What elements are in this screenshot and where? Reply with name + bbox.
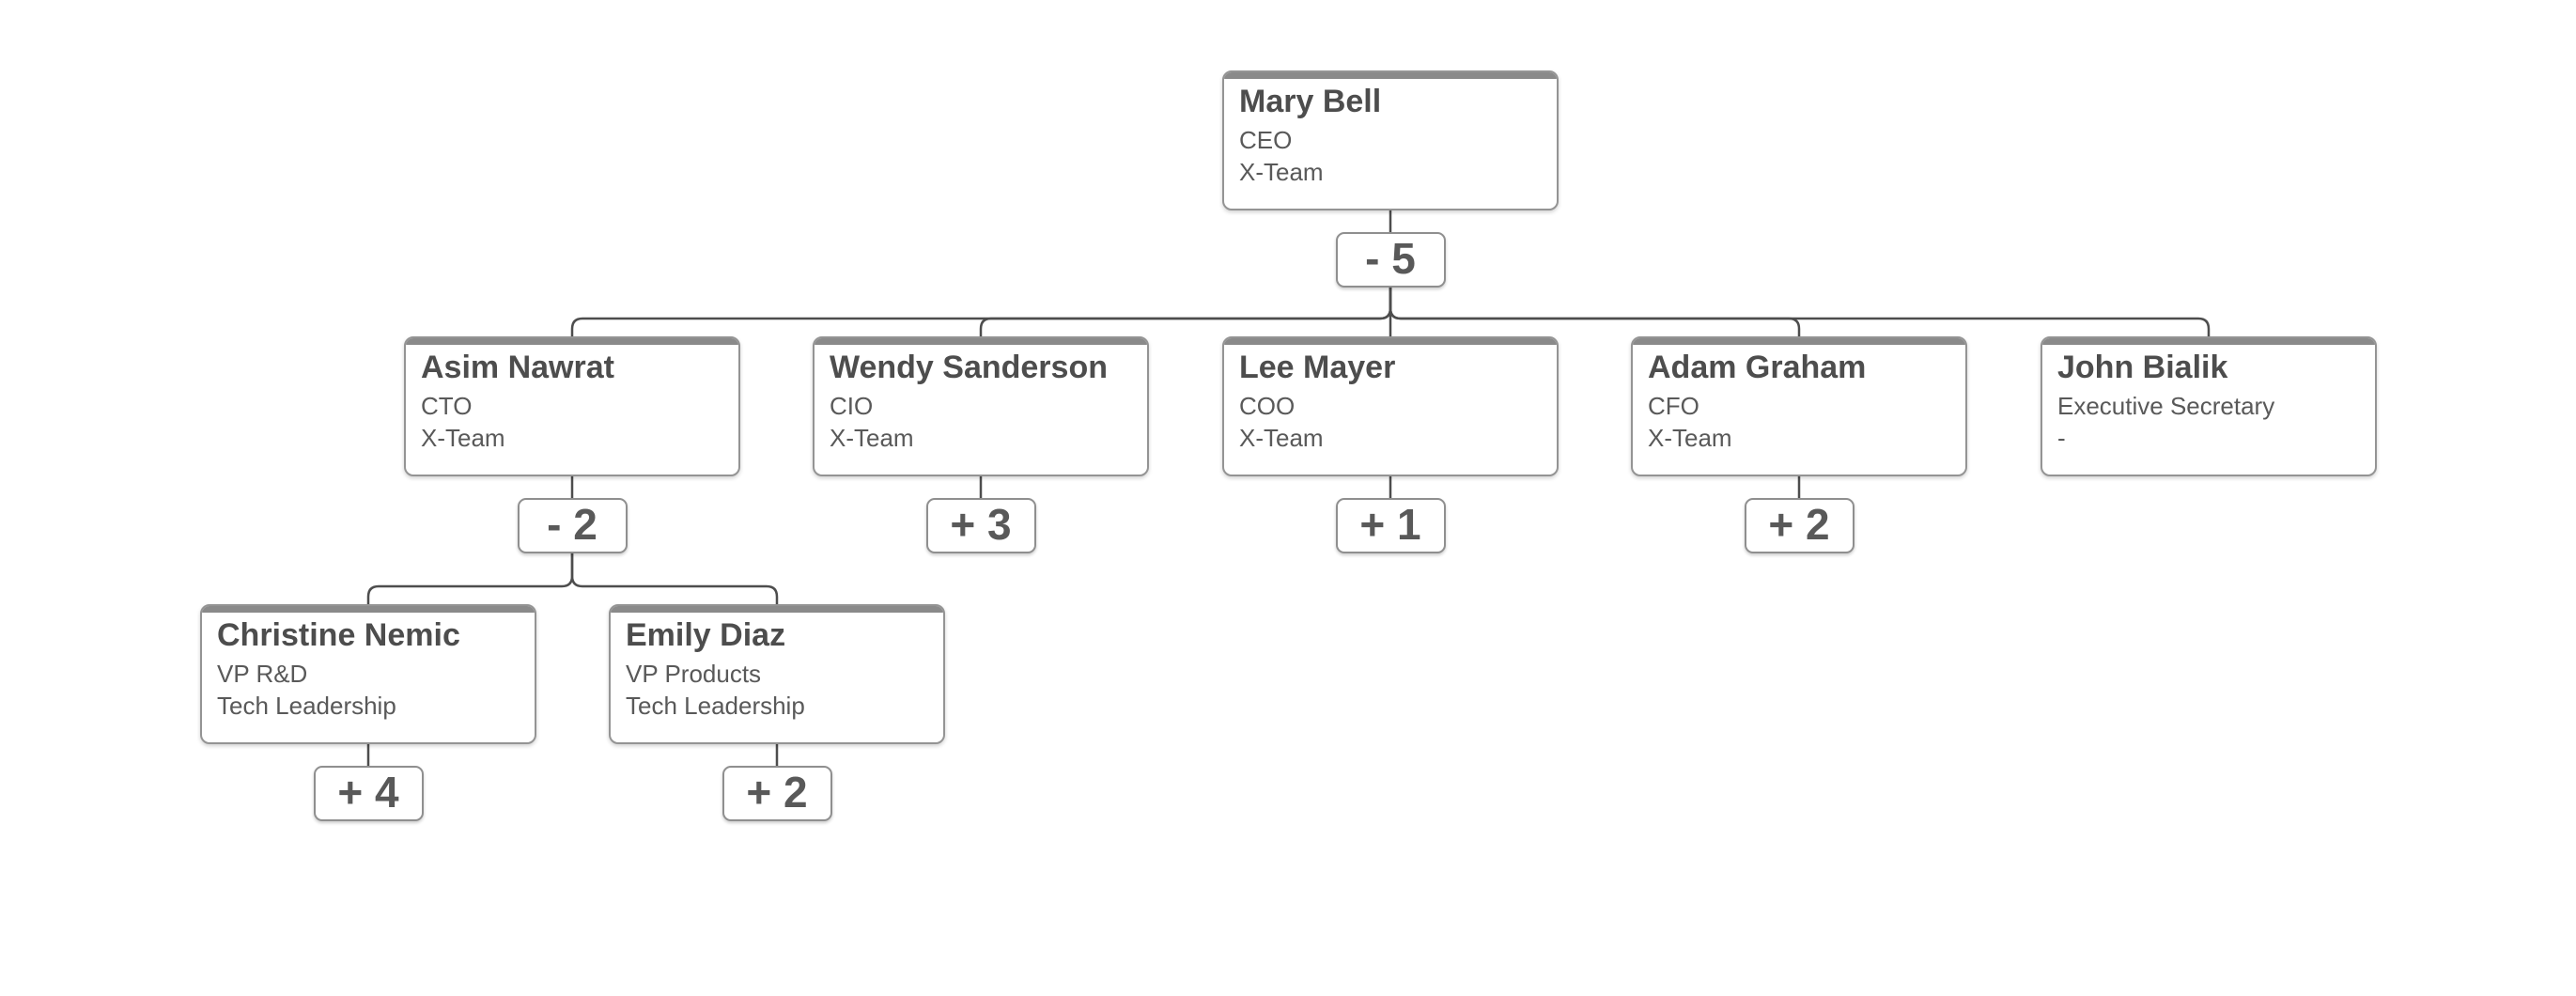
card-top-bar <box>1224 338 1557 345</box>
employee-title: CIO <box>830 392 874 420</box>
org-node-card-asim[interactable]: Asim Nawrat CTO X-Team <box>404 336 740 476</box>
expand-collapse-button-lee[interactable]: + 1 <box>1335 498 1446 553</box>
employee-name: Adam Graham <box>1648 350 1867 385</box>
employee-title: CEO <box>1239 126 1293 154</box>
org-node-card-adam[interactable]: Adam Graham CFO X-Team <box>1631 336 1967 476</box>
employee-team: X-Team <box>421 424 505 452</box>
org-node-card-lee[interactable]: Lee Mayer COO X-Team <box>1222 336 1559 476</box>
employee-team: X-Team <box>1239 158 1324 186</box>
employee-name: Wendy Sanderson <box>830 350 1108 385</box>
employee-team: Tech Leadership <box>626 692 805 720</box>
card-body: Christine Nemic VP R&D Tech Leadership <box>202 613 535 722</box>
card-top-bar <box>202 606 535 613</box>
connector-line <box>1389 288 1801 336</box>
employee-title: CFO <box>1648 392 1699 420</box>
expand-collapse-button-adam[interactable]: + 2 <box>1744 498 1854 553</box>
employee-title: VP Products <box>626 660 762 688</box>
card-top-bar <box>1633 338 1965 345</box>
employee-name: Asim Nawrat <box>421 350 614 385</box>
employee-name: Mary Bell <box>1239 84 1382 119</box>
card-body: John Bialik Executive Secretary - <box>2042 345 2375 454</box>
connector-line <box>979 288 1392 336</box>
expand-collapse-button-wendy[interactable]: + 3 <box>925 498 1036 553</box>
employee-title: Executive Secretary <box>2057 392 2275 420</box>
employee-title: VP R&D <box>217 660 308 688</box>
employee-team: X-Team <box>1648 424 1732 452</box>
employee-team: X-Team <box>1239 424 1324 452</box>
expand-collapse-button-mary[interactable]: - 5 <box>1335 232 1446 288</box>
employee-name: Emily Diaz <box>626 617 786 653</box>
expand-collapse-button-christine[interactable]: + 4 <box>313 766 424 821</box>
employee-title: COO <box>1239 392 1296 420</box>
connector-line <box>570 553 779 604</box>
card-body: Asim Nawrat CTO X-Team <box>406 345 738 454</box>
employee-name: Christine Nemic <box>217 617 460 653</box>
card-top-bar <box>815 338 1147 345</box>
card-body: Wendy Sanderson CIO X-Team <box>815 345 1147 454</box>
org-node-card-mary[interactable]: Mary Bell CEO X-Team <box>1222 70 1559 210</box>
org-node-card-emily[interactable]: Emily Diaz VP Products Tech Leadership <box>609 604 945 744</box>
employee-team: - <box>2057 424 2066 452</box>
connector-line <box>366 553 574 604</box>
employee-title: CTO <box>421 392 473 420</box>
expand-collapse-button-emily[interactable]: + 2 <box>722 766 832 821</box>
card-body: Emily Diaz VP Products Tech Leadership <box>611 613 943 722</box>
card-body: Adam Graham CFO X-Team <box>1633 345 1965 454</box>
card-top-bar <box>1224 72 1557 79</box>
org-node-card-christine[interactable]: Christine Nemic VP R&D Tech Leadership <box>200 604 536 744</box>
card-body: Mary Bell CEO X-Team <box>1224 79 1557 188</box>
employee-name: John Bialik <box>2057 350 2228 385</box>
employee-team: X-Team <box>830 424 914 452</box>
connector-line <box>570 288 1392 336</box>
card-top-bar <box>611 606 943 613</box>
connector-line <box>1389 288 2211 336</box>
card-top-bar <box>2042 338 2375 345</box>
card-top-bar <box>406 338 738 345</box>
employee-name: Lee Mayer <box>1239 350 1396 385</box>
org-node-card-wendy[interactable]: Wendy Sanderson CIO X-Team <box>813 336 1149 476</box>
card-body: Lee Mayer COO X-Team <box>1224 345 1557 454</box>
expand-collapse-button-asim[interactable]: - 2 <box>517 498 628 553</box>
employee-team: Tech Leadership <box>217 692 396 720</box>
org-node-card-john[interactable]: John Bialik Executive Secretary - <box>2041 336 2377 476</box>
